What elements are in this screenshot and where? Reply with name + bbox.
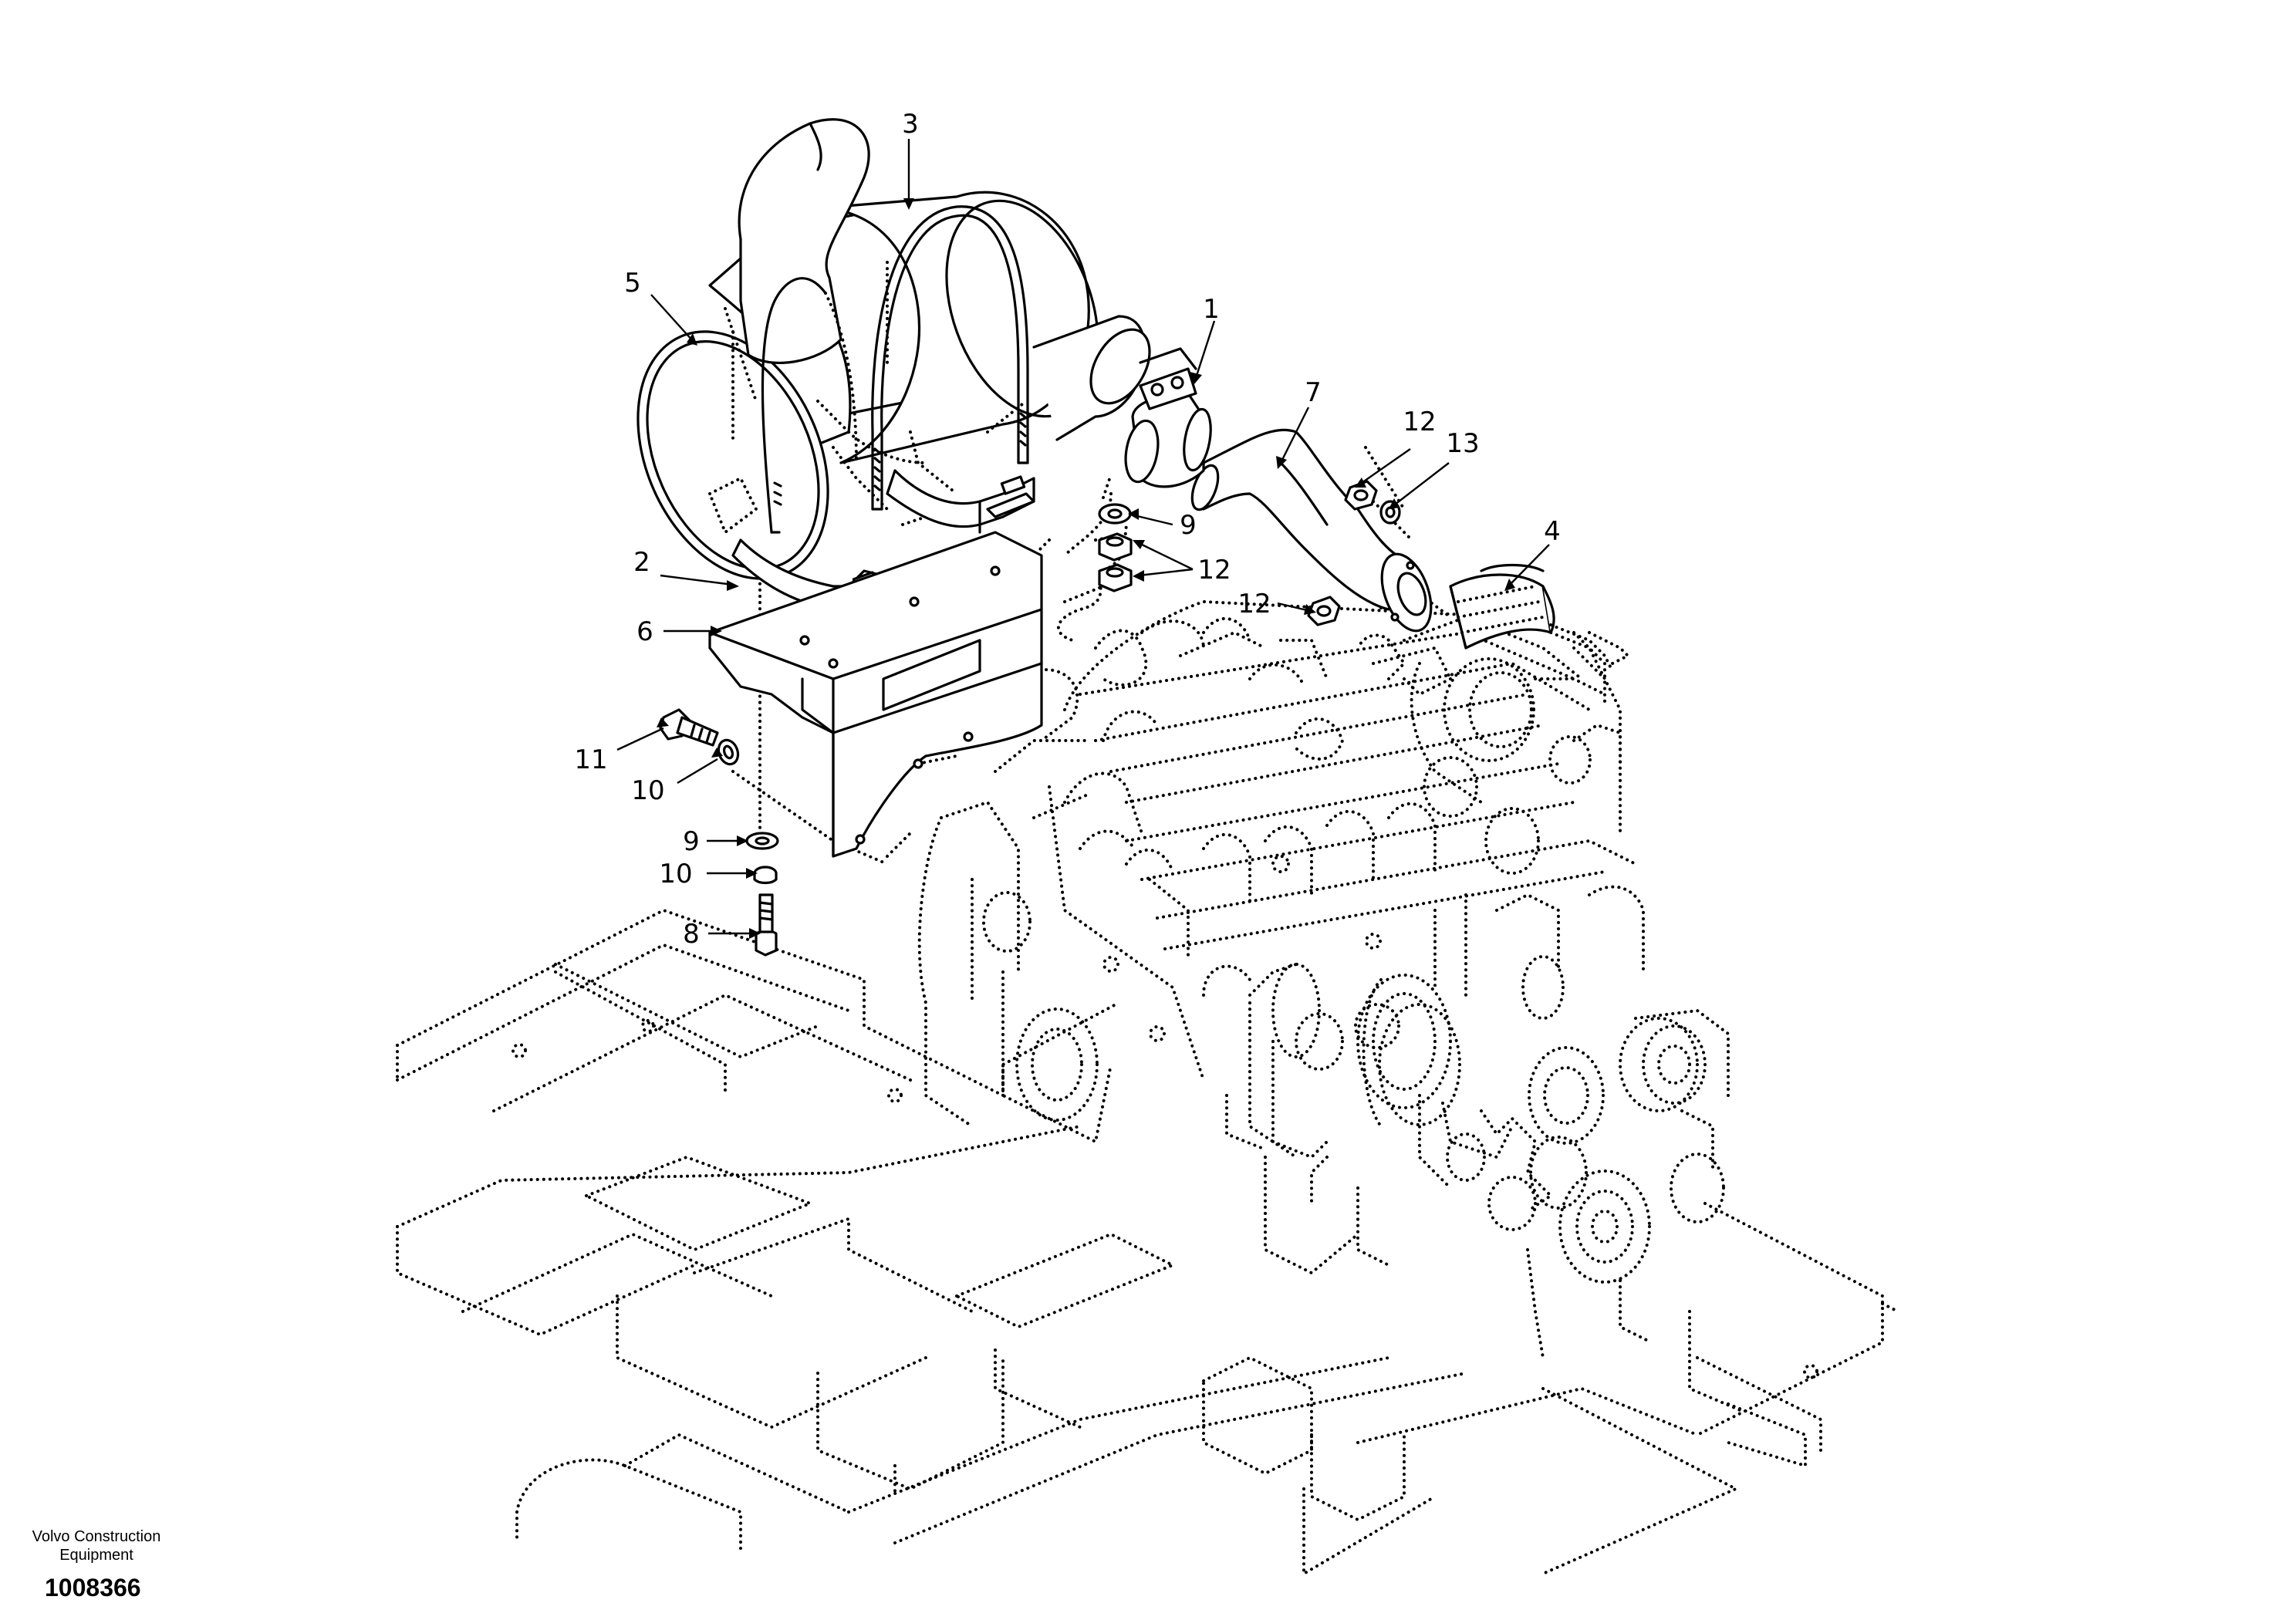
callout-2: 2	[633, 547, 650, 578]
muffler	[636, 118, 1151, 580]
callout-8: 8	[683, 919, 700, 950]
arrow-5	[687, 333, 697, 346]
hardware	[659, 480, 1629, 957]
callout-11: 11	[574, 744, 607, 775]
callout-7: 7	[1305, 377, 1322, 408]
callout-13: 13	[1446, 428, 1479, 459]
arrow-11	[657, 717, 669, 727]
callout-leaders	[616, 139, 1550, 939]
muffler-bracket	[708, 531, 1043, 858]
callout-10-side: 10	[631, 775, 664, 806]
arrow-13	[1389, 498, 1400, 509]
arrow-8	[749, 928, 761, 939]
arrow-6	[711, 626, 722, 636]
arrow-1	[1190, 372, 1202, 384]
callout-9-top: 9	[1180, 510, 1197, 541]
callout-12-top: 12	[1403, 407, 1436, 437]
callout-6: 6	[636, 616, 653, 647]
arrow-10b	[746, 868, 758, 879]
arrow-7	[1276, 456, 1287, 469]
arrow-10a	[711, 748, 723, 758]
callout-1: 1	[1203, 294, 1220, 325]
company-name: Volvo Construction Equipment	[15, 1527, 177, 1564]
heat-shield	[1449, 563, 1614, 680]
arrow-12c	[1304, 604, 1316, 615]
engine-front-components	[1102, 855, 1730, 1359]
callout-10-bottom: 10	[659, 859, 692, 889]
callout-3: 3	[902, 109, 919, 140]
arrow-12b	[1133, 570, 1144, 582]
arrow-12d	[1355, 478, 1366, 488]
arrow-9a	[1128, 508, 1139, 520]
callout-5: 5	[624, 268, 641, 299]
intake-hose	[1001, 492, 1329, 742]
callout-12-lower: 12	[1237, 589, 1271, 619]
engine-block	[917, 600, 1637, 1143]
arrow-4	[1504, 579, 1515, 591]
callout-12-stack: 12	[1197, 555, 1231, 586]
company-name-line2: Equipment	[59, 1547, 133, 1564]
arrow-12a	[1133, 540, 1145, 549]
company-name-line1: Volvo Construction	[32, 1528, 161, 1545]
arrow-3	[903, 198, 914, 210]
u-bolts	[731, 205, 1029, 534]
arrow-9b	[737, 835, 748, 846]
callout-labels: 1 2 3 4 5 6 7 8 9 9 10 10 11 12 12 12 13	[574, 109, 1560, 950]
machine-frame	[396, 909, 1899, 1575]
callout-9-bottom: 9	[683, 826, 700, 857]
arrow-2	[727, 580, 739, 591]
turbocharger	[1356, 631, 1622, 875]
document-number: 1008366	[45, 1574, 141, 1601]
pipe-clamp	[1124, 347, 1212, 488]
callout-4: 4	[1544, 516, 1561, 547]
